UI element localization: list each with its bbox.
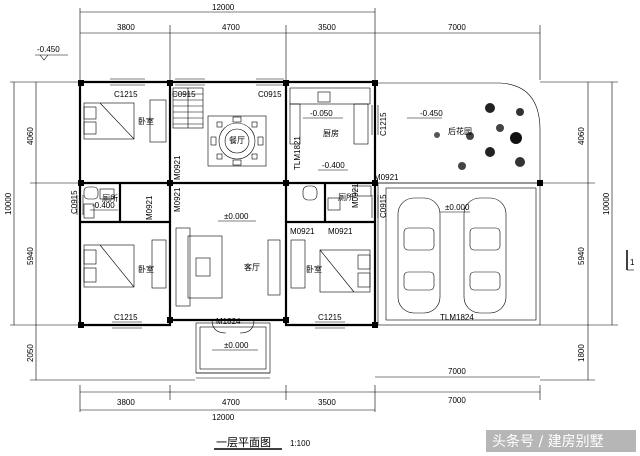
dim-top-7000: 7000 [448, 23, 466, 32]
dim-top-total: 12000 [212, 3, 235, 12]
room-label-living: 客厅 [244, 262, 260, 272]
car-icon-left [397, 197, 441, 314]
drawing-caption: 一层平面图 1:100 [214, 436, 311, 450]
caption-scale: 1:100 [290, 439, 311, 448]
room-label-kitchen: 厨房 [323, 128, 339, 138]
svg-text:C1215: C1215 [379, 112, 388, 136]
svg-text:C0915: C0915 [258, 90, 282, 99]
bottom-dimensions: 7000 3800 4700 3500 7000 12000 [79, 367, 541, 422]
stairs [172, 87, 204, 129]
room-label-bath-right: 厕所 [338, 192, 354, 202]
room-label-bedroom-left-bottom: 卧室 [138, 264, 154, 274]
label-tlm1824: TLM1824 [440, 313, 474, 322]
room-label-bedroom-right: 卧室 [306, 264, 322, 274]
bath-left: 厕所 -0.400 [83, 186, 118, 219]
svg-text:M0921: M0921 [145, 195, 154, 220]
bedroom-left-top: 卧室 [83, 99, 167, 143]
svg-text:C0915: C0915 [70, 190, 79, 214]
garden-area: 后花园 -0.450 [378, 82, 541, 184]
room-label-dining: 餐厅 [229, 136, 245, 145]
garage-area: ±0.000 TLM1824 [377, 182, 541, 326]
garden-plants [434, 103, 525, 170]
dim-left-4060: 4060 [26, 127, 35, 145]
svg-text:-0.400: -0.400 [92, 201, 115, 210]
svg-text:C1215: C1215 [114, 90, 138, 99]
dim-top-3800: 3800 [117, 23, 135, 32]
bedroom-left-bottom: 卧室 [83, 239, 167, 289]
dim-top-3500: 3500 [318, 23, 336, 32]
top-dimensions: 12000 3800 4700 3500 7000 [79, 3, 541, 80]
svg-text:-0.050: -0.050 [310, 109, 333, 118]
section-mark: 1 [626, 250, 635, 271]
room-label-garden: 后花园 [448, 126, 472, 136]
svg-text:M0921: M0921 [173, 187, 182, 212]
dim-right-total: 10000 [602, 192, 611, 215]
dim-right-4060: 4060 [577, 127, 586, 145]
watermark: 头条号 / 建房别墅 [486, 430, 636, 452]
dim-right-1800: 1800 [577, 344, 586, 362]
dim-bottom-total: 12000 [212, 413, 235, 422]
watermark-text: 头条号 / 建房别墅 [492, 433, 604, 450]
svg-text:±0.000: ±0.000 [445, 203, 470, 212]
svg-text:-0.450: -0.450 [37, 45, 60, 54]
svg-text:C0915: C0915 [172, 90, 196, 99]
living-room: ±0.000 客厅 [175, 212, 281, 307]
bedroom-right: 卧室 [290, 239, 371, 293]
svg-text:-0.400: -0.400 [322, 161, 345, 170]
svg-text:±0.000: ±0.000 [224, 341, 249, 350]
svg-text:M1824: M1824 [216, 317, 241, 326]
kitchen-fixtures: -0.050 厨房 [289, 87, 371, 145]
dim-bottom-7000: 7000 [448, 396, 466, 405]
opening-labels: C1215 C0915 C0915 C1215 TLM1821 M0921 M0… [70, 90, 399, 326]
room-label-bedroom-left-top: 卧室 [138, 116, 154, 126]
svg-text:M0921: M0921 [351, 183, 360, 208]
svg-text:C0915: C0915 [379, 194, 388, 218]
svg-text:C1215: C1215 [114, 313, 138, 322]
svg-text:-0.450: -0.450 [420, 109, 443, 118]
svg-text:M0921: M0921 [374, 173, 399, 182]
dim-bottom-7000-upper: 7000 [448, 367, 466, 376]
car-icon-right [463, 197, 507, 314]
svg-text:±0.000: ±0.000 [224, 212, 249, 221]
entrance-porch: ±0.000 [195, 319, 271, 379]
dim-bottom-3800: 3800 [117, 398, 135, 407]
svg-text:TLM1821: TLM1821 [293, 136, 302, 170]
dining-table: 餐厅 [207, 115, 267, 167]
dim-bottom-3500: 3500 [318, 398, 336, 407]
svg-text:M0921: M0921 [328, 227, 353, 236]
dim-bottom-4700: 4700 [222, 398, 240, 407]
svg-text:1: 1 [630, 258, 635, 267]
svg-text:M0921: M0921 [290, 227, 315, 236]
left-dimensions: 10000 4060 5940 2050 [4, 81, 195, 381]
caption-title: 一层平面图 [216, 436, 271, 449]
right-dimensions: 4060 10000 5940 1800 [540, 81, 618, 381]
dim-left-2050: 2050 [26, 344, 35, 362]
dim-right-5940: 5940 [577, 247, 586, 265]
bath-right: 厕所 -0.400 [302, 161, 372, 211]
dim-top-4700: 4700 [222, 23, 240, 32]
svg-text:C1215: C1215 [318, 313, 342, 322]
room-label-bath-left: 厕所 [102, 193, 118, 203]
dim-left-5940: 5940 [26, 247, 35, 265]
dim-left-total: 10000 [4, 192, 13, 215]
level-mark-outer: -0.450 [35, 45, 68, 61]
svg-text:M0921: M0921 [173, 155, 182, 180]
